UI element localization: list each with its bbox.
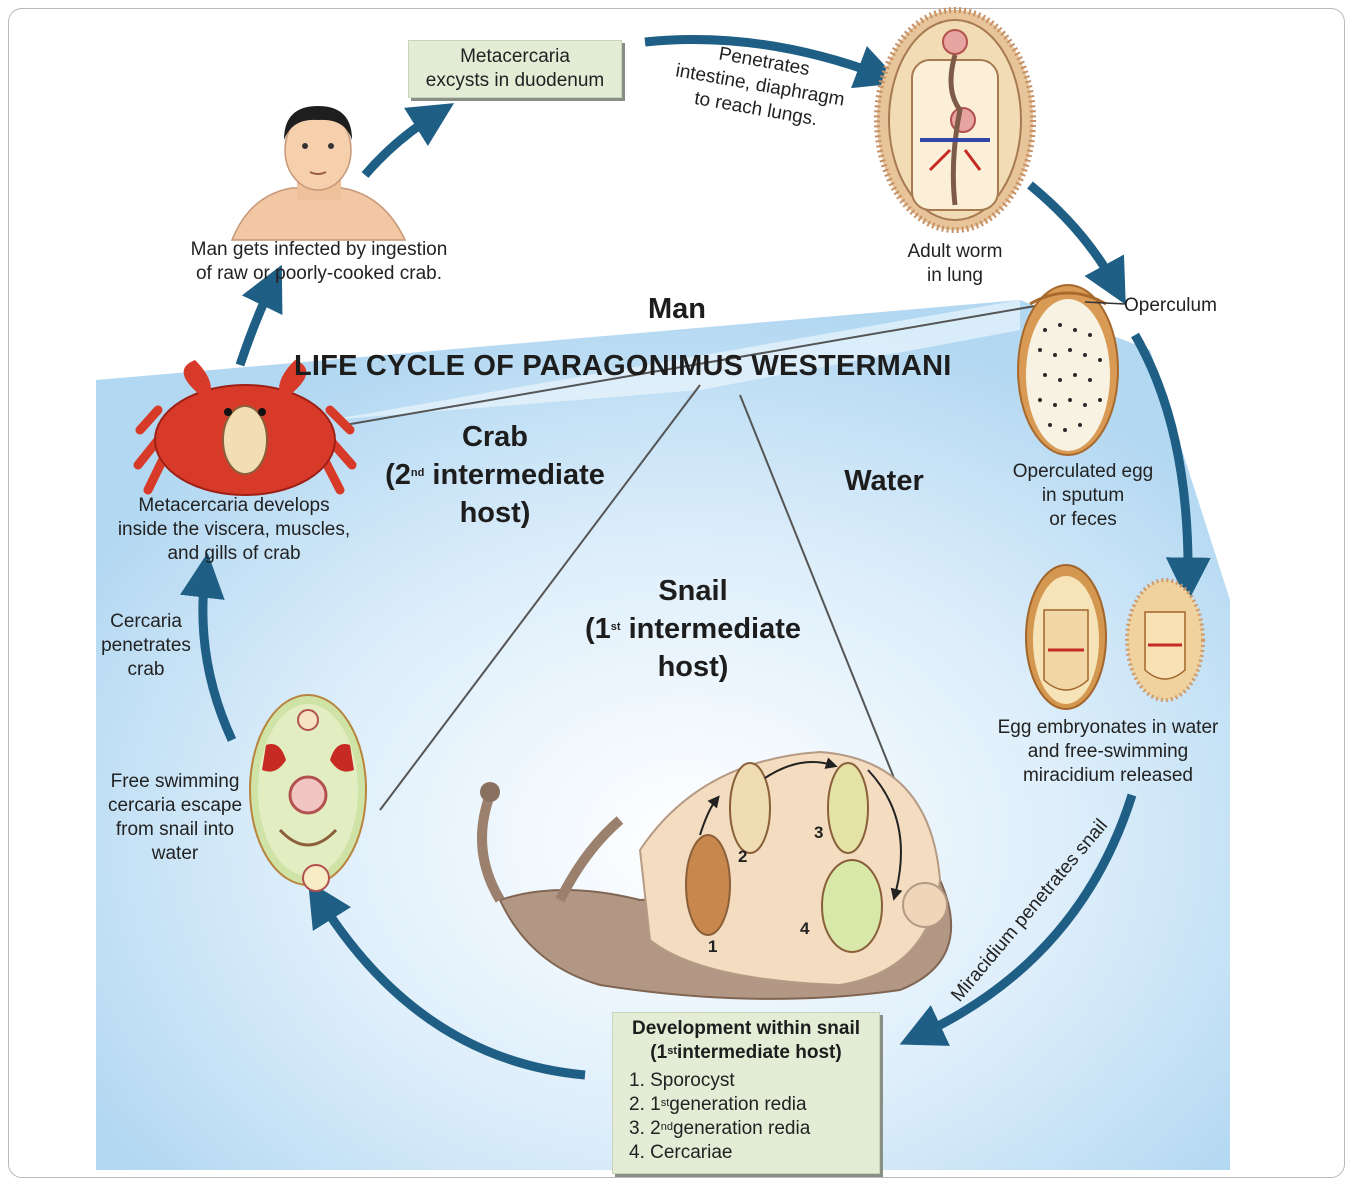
meta-line2: inside the viscera, muscles, (96, 518, 372, 542)
crab-label-sup: nd (411, 467, 424, 479)
crab-label-pre: (2 (385, 459, 411, 491)
man-illustration (232, 106, 405, 240)
crab-label-line1: Crab (350, 418, 640, 456)
adult-line2: in lung (880, 264, 1030, 288)
adult-line1: Adult worm (880, 240, 1030, 264)
list-item: 1. Sporocyst (629, 1069, 879, 1093)
crab-label-post: intermediate (424, 459, 605, 491)
arrow-man-to-excyst (365, 115, 435, 175)
man-line1: Man gets infected by ingestion (160, 238, 478, 262)
free-line4: water (90, 842, 260, 866)
region-man-label: Man (622, 290, 732, 328)
list-item: 3. 2ndgeneration redia (629, 1117, 879, 1141)
region-snail-label: Snail (1st intermediate host) (548, 572, 838, 686)
arrow-adult-to-egg (1030, 185, 1115, 285)
list-item: 4. Cercariae (629, 1141, 879, 1165)
meta-line1: Metacercaria develops (96, 494, 372, 518)
item2-pre: 2. 1 (629, 1094, 661, 1115)
cercaria-penetrates-caption: Cercaria penetrates crab (84, 610, 208, 682)
region-water-label: Water (824, 462, 944, 500)
item3-post: generation redia (673, 1118, 810, 1139)
man-line2: of raw or poorly-cooked crab. (160, 262, 478, 286)
snail-label-line3: host) (548, 648, 838, 686)
operculum-label: Operculum (1124, 294, 1217, 318)
free-line2: cercaria escape (90, 794, 260, 818)
excyst-box: Metacercaria excysts in duodenum (408, 40, 622, 98)
snail-label-post: intermediate (621, 613, 802, 645)
snail-box-heading-line1: Development within snail (613, 1017, 879, 1041)
snail-box-heading-line2: (1stintermediate host) (613, 1041, 879, 1065)
snail-box-heading-pre: (1 (650, 1042, 667, 1063)
snail-label-line2: (1st intermediate (548, 610, 838, 648)
free-swimming-caption: Free swimming cercaria escape from snail… (90, 770, 260, 866)
cerc-line2: penetrates (84, 634, 208, 658)
snail-stage-number-2: 2 (738, 847, 747, 866)
item2-sup: st (661, 1097, 670, 1109)
embryo-line1: Egg embryonates in water (972, 716, 1244, 740)
metacercaria-caption: Metacercaria develops inside the viscera… (96, 494, 372, 566)
free-line1: Free swimming (90, 770, 260, 794)
list-item: 2. 1stgeneration redia (629, 1093, 879, 1117)
snail-stage-list: 1. Sporocyst 2. 1stgeneration redia 3. 2… (629, 1069, 879, 1165)
egg-line1: Operculated egg (990, 460, 1176, 484)
egg-line3: or feces (990, 508, 1176, 532)
arrow-crab-to-man (240, 285, 272, 365)
adult-worm-caption: Adult worm in lung (880, 240, 1030, 288)
embryo-line2: and free-swimming (972, 740, 1244, 764)
snail-box-heading-post: intermediate host) (677, 1042, 842, 1063)
diagram-title: LIFE CYCLE OF PARAGONIMUS WESTERMANI (294, 350, 952, 383)
free-line3: from snail into (90, 818, 260, 842)
item2-post: generation redia (669, 1094, 806, 1115)
embryonates-caption: Egg embryonates in water and free-swimmi… (972, 716, 1244, 788)
snail-stage-number-4: 4 (800, 919, 810, 938)
snail-label-sup: st (611, 621, 621, 633)
crab-label-line3: host) (350, 494, 640, 532)
cerc-line3: crab (84, 658, 208, 682)
man-infected-caption: Man gets infected by ingestion of raw or… (160, 238, 478, 286)
crab-label-line2: (2nd intermediate (350, 456, 640, 494)
embryonated-egg-illustration (1026, 565, 1106, 709)
miracidium-illustration (1127, 580, 1203, 700)
item3-sup: nd (661, 1121, 673, 1133)
snail-label-pre: (1 (585, 613, 611, 645)
snail-development-box: Development within snail (1stintermediat… (612, 1012, 880, 1174)
cerc-line1: Cercaria (84, 610, 208, 634)
adult-worm-illustration (877, 10, 1033, 230)
embryo-line3: miracidium released (972, 764, 1244, 788)
snail-box-heading: Development within snail (1stintermediat… (613, 1017, 879, 1065)
excyst-line1: Metacercaria (409, 45, 621, 69)
snail-label-line1: Snail (548, 572, 838, 610)
snail-stage-number-3: 3 (814, 823, 823, 842)
egg-caption: Operculated egg in sputum or feces (990, 460, 1176, 532)
meta-line3: and gills of crab (96, 542, 372, 566)
snail-box-heading-sup: st (667, 1045, 677, 1057)
egg-line2: in sputum (990, 484, 1176, 508)
snail-stage-number-1: 1 (708, 937, 717, 956)
excyst-line2: excysts in duodenum (409, 69, 621, 93)
item3-pre: 3. 2 (629, 1118, 661, 1139)
region-crab-label: Crab (2nd intermediate host) (350, 418, 640, 532)
